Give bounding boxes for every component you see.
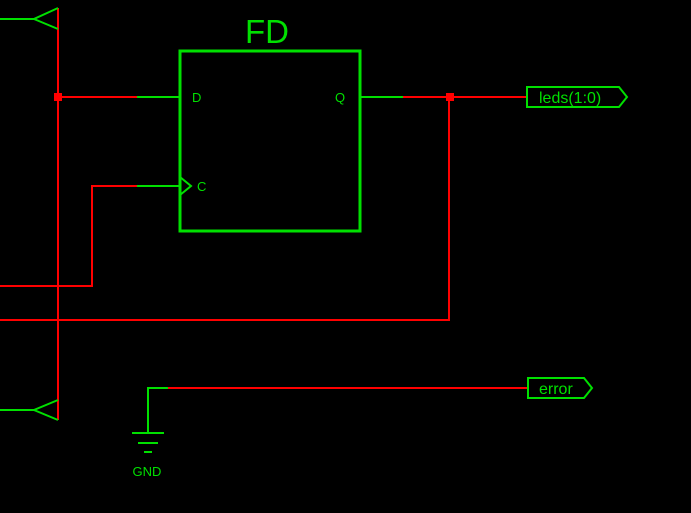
net-d[interactable] — [54, 93, 137, 101]
pin-clock-label: C — [197, 179, 206, 194]
output-port-leds[interactable]: leds(1:0) — [526, 86, 629, 108]
junction-d — [54, 93, 62, 101]
port-leds-label: leds(1:0) — [539, 90, 601, 107]
pin-q-label: Q — [335, 90, 345, 105]
flip-flop-fd[interactable]: FD D C Q — [137, 13, 403, 233]
ground-stub — [147, 387, 168, 433]
net-feedback[interactable] — [0, 97, 450, 321]
input-port-top[interactable] — [0, 7, 59, 30]
junction-q — [446, 93, 454, 101]
output-port-error[interactable]: error — [527, 377, 594, 399]
net-q[interactable] — [403, 93, 527, 101]
port-error-label: error — [539, 381, 573, 398]
component-type-label: FD — [245, 13, 289, 50]
ground-symbol[interactable]: GND — [132, 387, 168, 479]
input-port-bottom[interactable] — [0, 399, 59, 421]
net-clock[interactable] — [0, 185, 137, 287]
port-leds-shape — [526, 86, 629, 108]
flip-flop-body — [178, 49, 362, 233]
ground-label: GND — [133, 464, 162, 479]
port-error-shape — [527, 377, 594, 399]
pin-d-label: D — [192, 90, 201, 105]
clock-triangle-icon — [179, 176, 193, 196]
